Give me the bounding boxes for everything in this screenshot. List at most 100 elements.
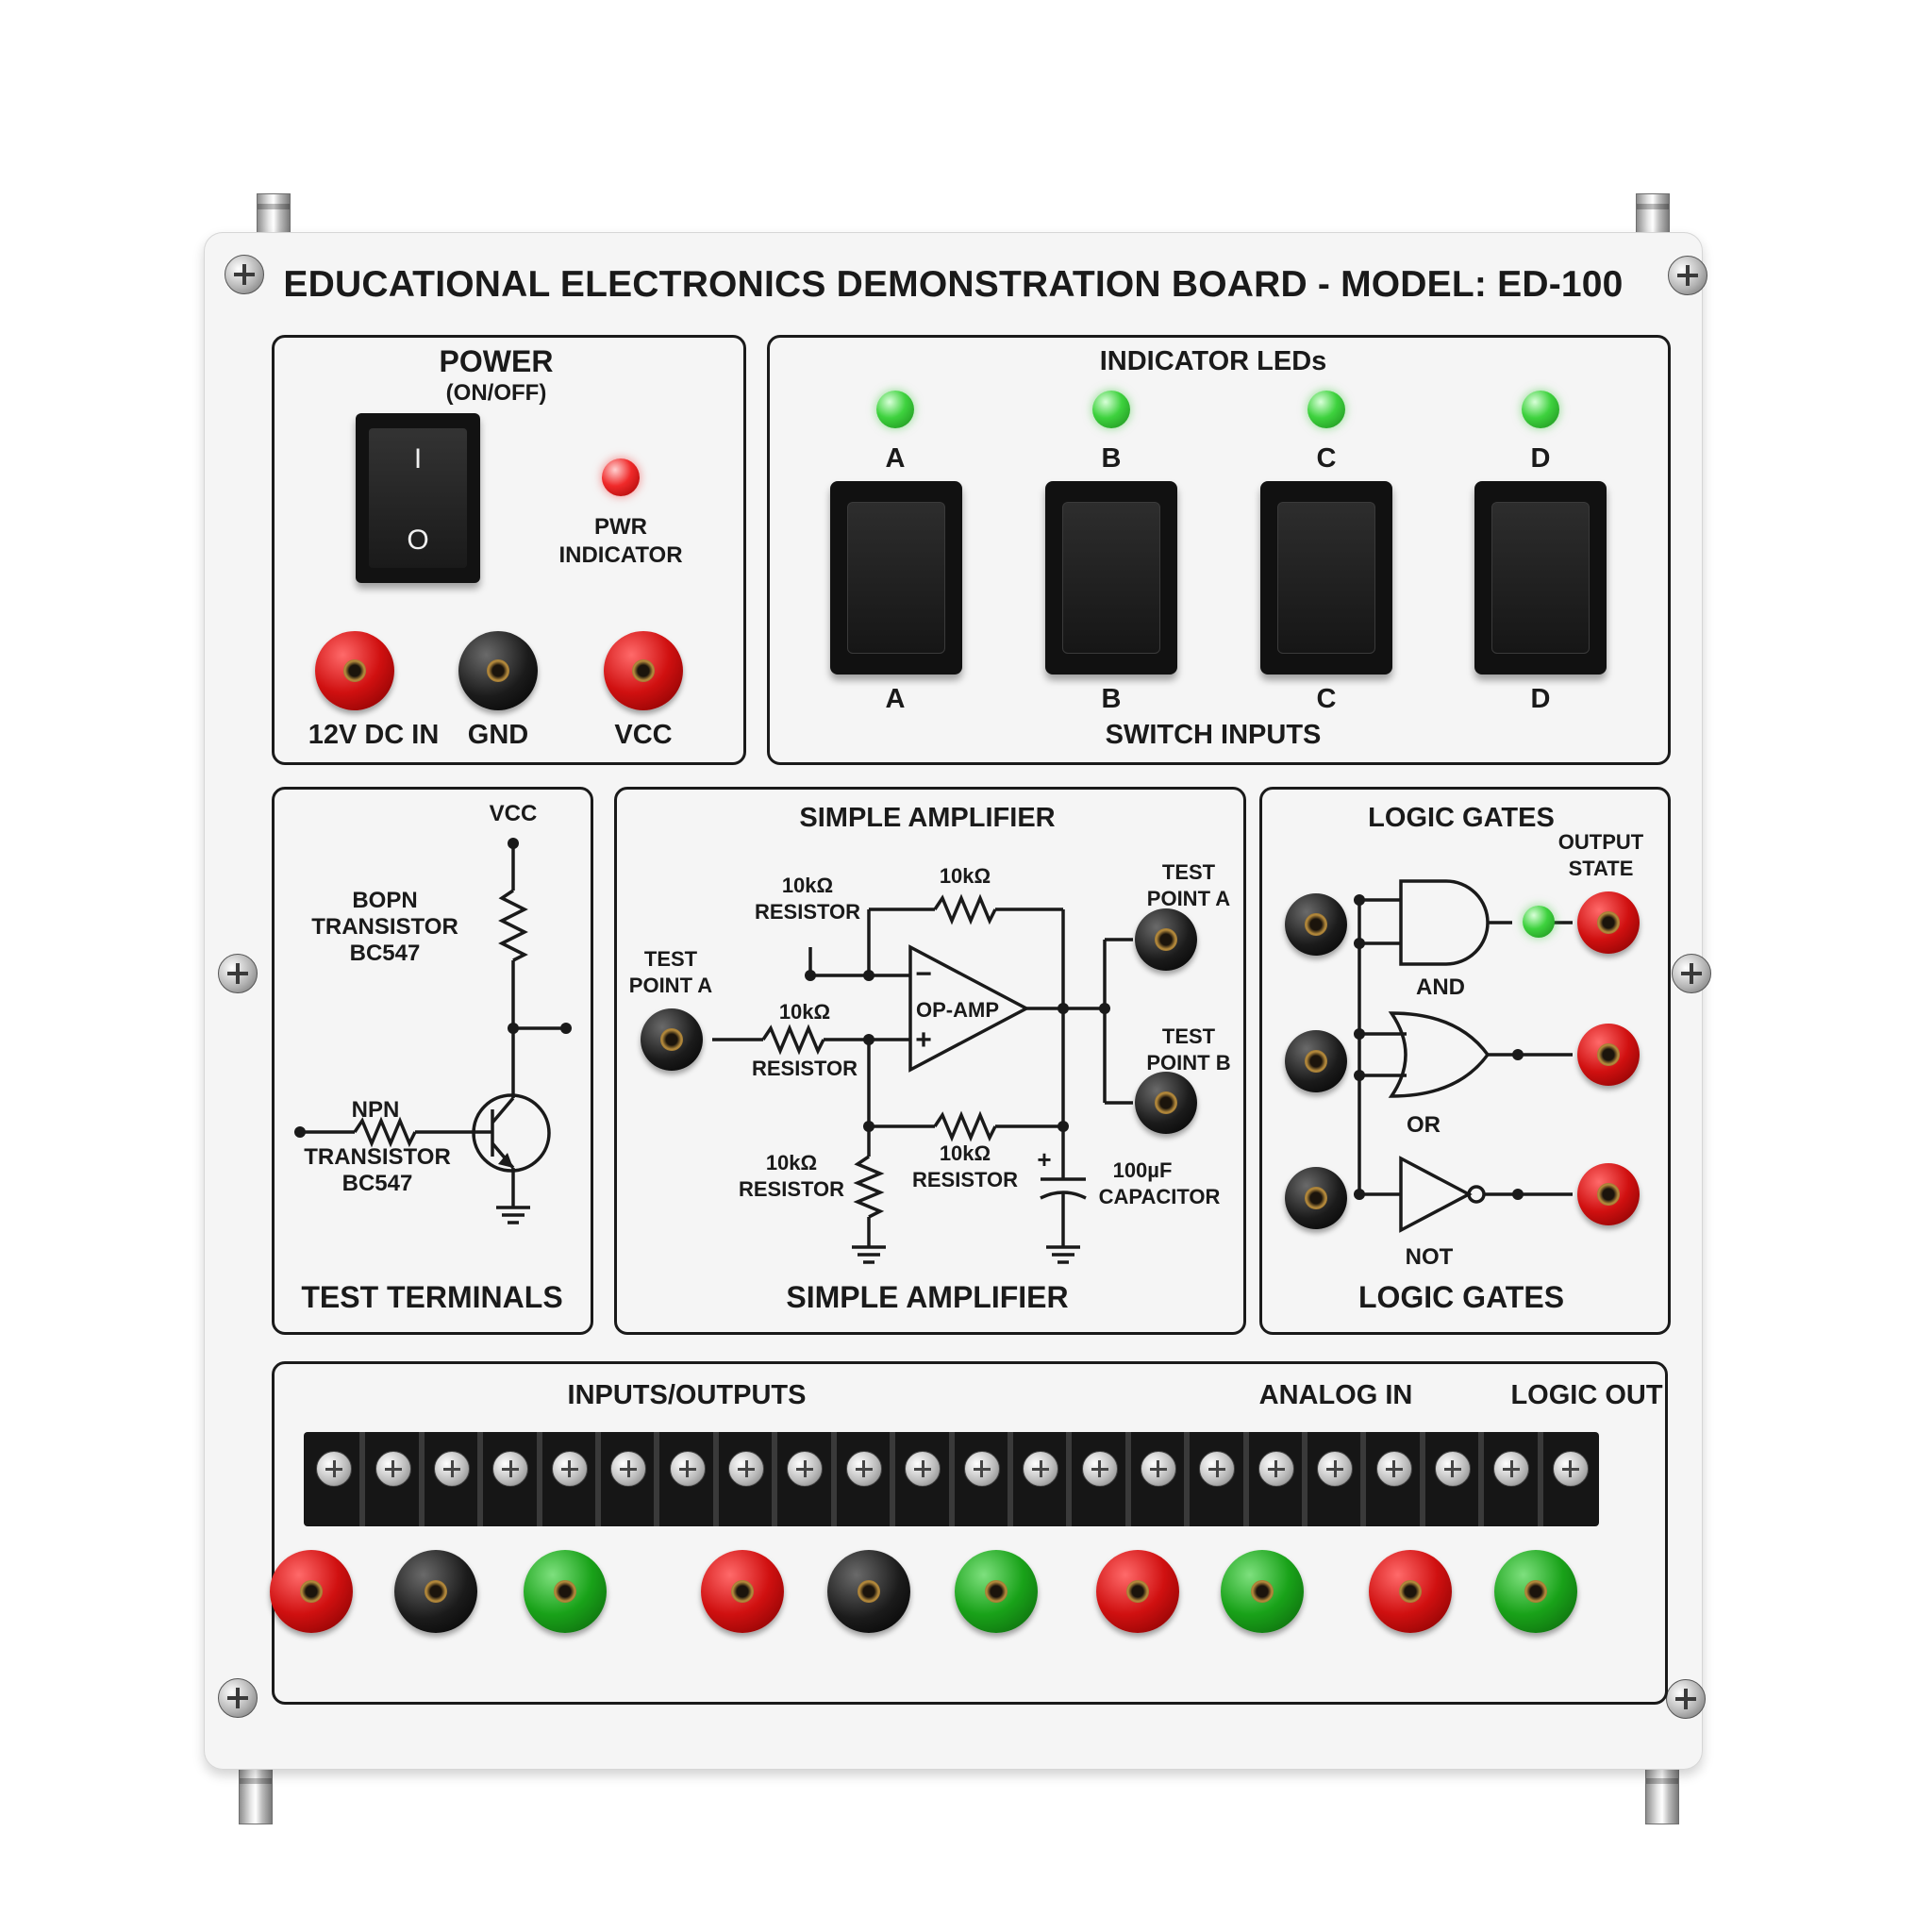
io-jack-8[interactable] — [1221, 1550, 1304, 1633]
and-gate-label: AND — [1416, 974, 1465, 1000]
indicator-led-b — [1092, 391, 1130, 428]
terminal-separator — [1419, 1432, 1425, 1526]
and-output-led — [1523, 906, 1555, 938]
terminal-separator — [418, 1432, 425, 1526]
terminal-screw-icon[interactable] — [316, 1451, 353, 1487]
terminal-screw-icon[interactable] — [963, 1451, 1000, 1487]
switch-label-b: B — [1101, 684, 1122, 714]
terminal-screw-icon[interactable] — [1081, 1451, 1118, 1487]
terminal-separator — [1124, 1432, 1131, 1526]
io-jack-9[interactable] — [1369, 1550, 1452, 1633]
terminal-screw-icon[interactable] — [905, 1451, 941, 1487]
terminal-strip — [304, 1432, 1599, 1526]
terminal-screw-icon[interactable] — [1493, 1451, 1530, 1487]
switch-input-d[interactable] — [1474, 481, 1607, 675]
test-terminals-title: TEST TERMINALS — [301, 1280, 562, 1314]
and-output-jack[interactable] — [1577, 891, 1640, 954]
jack-12v-dc-in[interactable] — [315, 631, 394, 710]
io-jack-10[interactable] — [1494, 1550, 1577, 1633]
io-jack-3[interactable] — [524, 1550, 607, 1633]
standoff-top-left — [257, 193, 291, 239]
npn-label: BC547 — [342, 1171, 413, 1196]
io-jack-5[interactable] — [827, 1550, 910, 1633]
indicator-leds-title: INDICATOR LEDs — [1099, 346, 1327, 376]
power-panel — [272, 335, 746, 765]
or-output-jack[interactable] — [1577, 1024, 1640, 1086]
terminal-separator — [830, 1432, 837, 1526]
power-switch[interactable]: I O — [356, 413, 480, 583]
npn-label: NPN — [352, 1097, 400, 1123]
terminal-screw-icon[interactable] — [375, 1451, 411, 1487]
amplifier-panel — [614, 787, 1246, 1335]
jack-12v-label: 12V DC IN — [308, 720, 440, 750]
terminal-screw-icon[interactable] — [845, 1451, 882, 1487]
terminal-screw-icon[interactable] — [434, 1451, 471, 1487]
jack-gnd-label: GND — [467, 720, 529, 750]
terminal-screw-icon[interactable] — [669, 1451, 706, 1487]
terminal-screw-icon[interactable] — [492, 1451, 529, 1487]
r-ground-label: 10kΩ — [766, 1151, 817, 1174]
logic-input-jack-2[interactable] — [1285, 1030, 1347, 1092]
logic-bottom-title: LOGIC GATES — [1358, 1280, 1564, 1314]
io-jack-1[interactable] — [270, 1550, 353, 1633]
jack-gnd[interactable] — [458, 631, 538, 710]
terminal-separator — [1066, 1432, 1073, 1526]
amplifier-title: SIMPLE AMPLIFIER — [799, 803, 1055, 833]
logic-input-jack-1[interactable] — [1285, 893, 1347, 956]
not-output-jack[interactable] — [1577, 1163, 1640, 1225]
switch-input-c[interactable] — [1260, 481, 1392, 675]
screw-icon — [1672, 954, 1711, 993]
terminal-screw-icon[interactable] — [1257, 1451, 1294, 1487]
screw-icon — [1666, 1679, 1706, 1719]
led-label-b: B — [1101, 443, 1122, 474]
terminal-separator — [1360, 1432, 1367, 1526]
amp-test-point-b-output[interactable] — [1135, 1072, 1197, 1134]
terminal-screw-icon[interactable] — [1317, 1451, 1354, 1487]
terminal-separator — [1478, 1432, 1485, 1526]
bopn-label: BOPN — [352, 888, 417, 913]
jack-vcc[interactable] — [604, 631, 683, 710]
terminal-screw-icon[interactable] — [610, 1451, 647, 1487]
io-jack-7[interactable] — [1096, 1550, 1179, 1633]
terminal-screw-icon[interactable] — [1552, 1451, 1589, 1487]
r-bottom-label: RESISTOR — [912, 1168, 1018, 1191]
terminal-screw-icon[interactable] — [1199, 1451, 1236, 1487]
vcc-label: VCC — [490, 801, 538, 826]
amp-test-point-a-input[interactable] — [641, 1008, 703, 1071]
switch-input-b[interactable] — [1045, 481, 1177, 675]
screw-icon — [218, 954, 258, 993]
terminal-screw-icon[interactable] — [728, 1451, 765, 1487]
terminal-screw-icon[interactable] — [1140, 1451, 1176, 1487]
terminal-screw-icon[interactable] — [1375, 1451, 1412, 1487]
logic-out-label: LOGIC OUT — [1510, 1380, 1663, 1410]
io-jack-2[interactable] — [394, 1550, 477, 1633]
io-jack-6[interactable] — [955, 1550, 1038, 1633]
r-ground-label: RESISTOR — [739, 1177, 844, 1201]
power-indicator-led — [602, 458, 640, 496]
terminal-separator — [536, 1432, 542, 1526]
terminal-screw-icon[interactable] — [1434, 1451, 1471, 1487]
terminal-screw-icon[interactable] — [551, 1451, 588, 1487]
switch-input-a[interactable] — [830, 481, 962, 675]
logic-gates-panel — [1259, 787, 1671, 1335]
inputs-outputs-label: INPUTS/OUTPUTS — [567, 1380, 807, 1410]
led-label-d: D — [1530, 443, 1551, 474]
amp-test-point-a-output[interactable] — [1135, 908, 1197, 971]
terminal-screw-icon[interactable] — [787, 1451, 824, 1487]
terminal-separator — [1242, 1432, 1249, 1526]
logic-input-jack-3[interactable] — [1285, 1167, 1347, 1229]
terminal-screw-icon[interactable] — [1023, 1451, 1059, 1487]
terminal-separator — [948, 1432, 955, 1526]
terminal-separator — [1184, 1432, 1191, 1526]
indicator-panel — [767, 335, 1671, 765]
terminal-separator — [772, 1432, 778, 1526]
io-jack-4[interactable] — [701, 1550, 784, 1633]
test-point-b-label: POINT B — [1146, 1051, 1230, 1074]
screw-icon — [218, 1678, 258, 1718]
jack-vcc-label: VCC — [614, 720, 673, 750]
demonstration-board: EDUCATIONAL ELECTRONICS DEMONSTRATION BO… — [204, 232, 1711, 1770]
switch-on-glyph: I — [413, 443, 423, 475]
or-gate-label: OR — [1407, 1112, 1441, 1138]
pwr-indicator-label: INDICATOR — [558, 542, 683, 568]
test-terminals-panel — [272, 787, 593, 1335]
